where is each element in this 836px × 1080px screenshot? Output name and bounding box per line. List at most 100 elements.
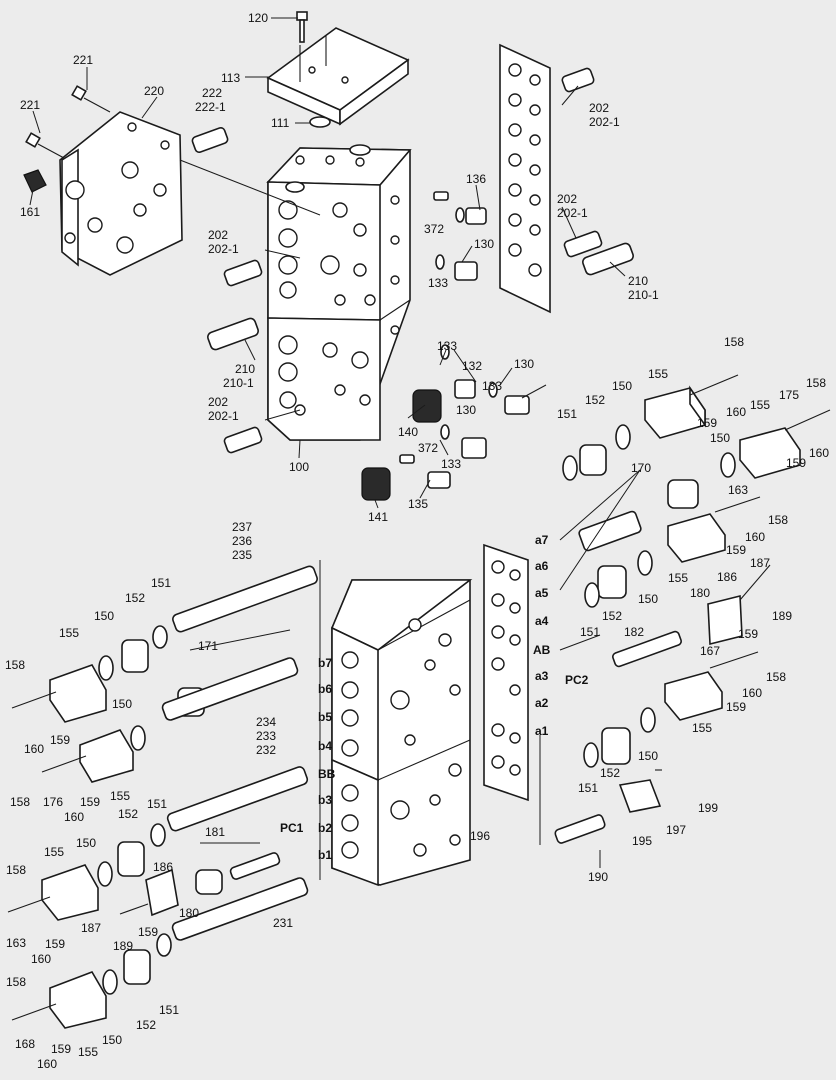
port-label: a2 (535, 696, 549, 710)
port-label: a6 (535, 559, 549, 573)
callout: 163 (6, 936, 26, 950)
callout: 113 (221, 71, 240, 85)
callout: 167 (700, 644, 720, 658)
callout: 155 (59, 626, 79, 640)
callout: 150 (638, 749, 658, 763)
callout: 168 (15, 1037, 35, 1051)
callout: 158 (766, 670, 786, 684)
callout: 210-1 (628, 288, 659, 302)
callout: 158 (6, 863, 26, 877)
cap-186-a (707, 594, 743, 646)
callout: 160 (64, 810, 84, 824)
callout: 155 (44, 845, 64, 859)
port-label: a3 (535, 669, 549, 683)
bolt-120 (296, 11, 308, 43)
callout: 222 (202, 86, 222, 100)
relief-valve-210-b (582, 242, 634, 276)
callout: 202-1 (208, 409, 239, 423)
callout: 151 (159, 1003, 179, 1017)
callout: 159 (80, 795, 100, 809)
callout: 151 (580, 625, 600, 639)
callout: 234 (256, 715, 276, 729)
callout: 187 (750, 556, 770, 570)
callout: 133 (441, 457, 461, 471)
cap-197 (618, 779, 662, 813)
callout: 140 (398, 425, 418, 439)
callout: 151 (151, 576, 171, 590)
callout: 158 (724, 335, 744, 349)
callout: 237 (232, 520, 252, 534)
left-caps (41, 664, 179, 1029)
right-springs (579, 444, 699, 765)
callout: 159 (45, 937, 65, 951)
callout: 150 (94, 609, 114, 623)
callout: 130 (514, 357, 534, 371)
callout: 160 (726, 405, 746, 419)
o-rings-111 (285, 116, 371, 193)
callout: 180 (690, 586, 710, 600)
callout: 159 (726, 700, 746, 714)
callout: 202 (208, 395, 228, 409)
port-label: a1 (535, 724, 549, 738)
callout: 155 (648, 367, 668, 381)
callout: 152 (585, 393, 605, 407)
callout: 159 (51, 1042, 71, 1056)
callout: 190 (588, 870, 608, 884)
port-label: PC2 (565, 673, 589, 687)
callout: 133 (428, 276, 448, 290)
port-label: a4 (535, 614, 549, 628)
port-label: BB (318, 767, 336, 781)
callout: 232 (256, 743, 276, 757)
port-label: b3 (318, 793, 332, 807)
callout: 133 (437, 339, 457, 353)
callout: 210-1 (223, 376, 254, 390)
callout: 189 (113, 939, 133, 953)
callout: 372 (418, 441, 438, 455)
callout: 130 (456, 403, 476, 417)
callout: 158 (5, 658, 25, 672)
callout: 171 (198, 639, 218, 653)
callout: 163 (728, 483, 748, 497)
port-label: a7 (535, 533, 549, 547)
callout: 155 (668, 571, 688, 585)
callout: 202-1 (208, 242, 239, 256)
callout: 158 (10, 795, 30, 809)
port-label: AB (533, 643, 551, 657)
callout: 160 (31, 952, 51, 966)
callout: 155 (110, 789, 130, 803)
callout: 120 (248, 11, 268, 25)
port-label: b2 (318, 821, 332, 835)
relief-valve-210-a (207, 317, 259, 351)
bolt-221-upper (71, 85, 111, 113)
right-spools (554, 510, 682, 844)
callout: 195 (632, 834, 652, 848)
callout: 152 (600, 766, 620, 780)
left-bolts (7, 691, 149, 1021)
callout: 150 (638, 592, 658, 606)
relief-valve-202-b (223, 259, 263, 287)
callout: 159 (726, 543, 746, 557)
callout: 180 (179, 906, 199, 920)
left-spools (161, 565, 318, 941)
callout: 158 (806, 376, 826, 390)
callout: 159 (738, 627, 758, 641)
callout: 160 (745, 530, 765, 544)
relief-valve-202-a (561, 67, 595, 93)
port-label: b4 (318, 739, 332, 753)
callout: 372 (424, 222, 444, 236)
port-labels: a7 a6 a5 a4 AB a3 PC2 a2 a1 b7 b6 b5 b4 … (280, 533, 589, 862)
callout: 236 (232, 534, 252, 548)
callout: 187 (81, 921, 101, 935)
callout: 136 (466, 172, 486, 186)
callout: 235 (232, 548, 252, 562)
callout: 202-1 (589, 115, 620, 129)
callout: 231 (273, 916, 293, 930)
cap-155-c (667, 513, 726, 563)
callout: 160 (809, 446, 829, 460)
callout: 222-1 (195, 100, 226, 114)
right-orings (562, 424, 736, 768)
port-label: PC1 (280, 821, 304, 835)
callout: 130 (474, 237, 494, 251)
callout: 181 (205, 825, 225, 839)
